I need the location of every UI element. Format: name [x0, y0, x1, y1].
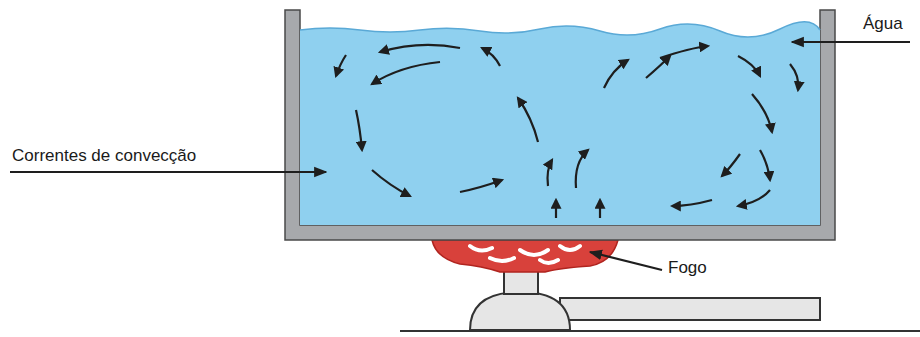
burner [400, 268, 920, 331]
convection-arrows [336, 45, 798, 218]
pot [285, 10, 835, 240]
callout-label: Correntes de convecção [12, 146, 196, 166]
callout-label: Água [863, 14, 903, 34]
flame [432, 240, 618, 272]
leader-lines [10, 42, 910, 270]
callout-label: Fogo [668, 258, 707, 278]
